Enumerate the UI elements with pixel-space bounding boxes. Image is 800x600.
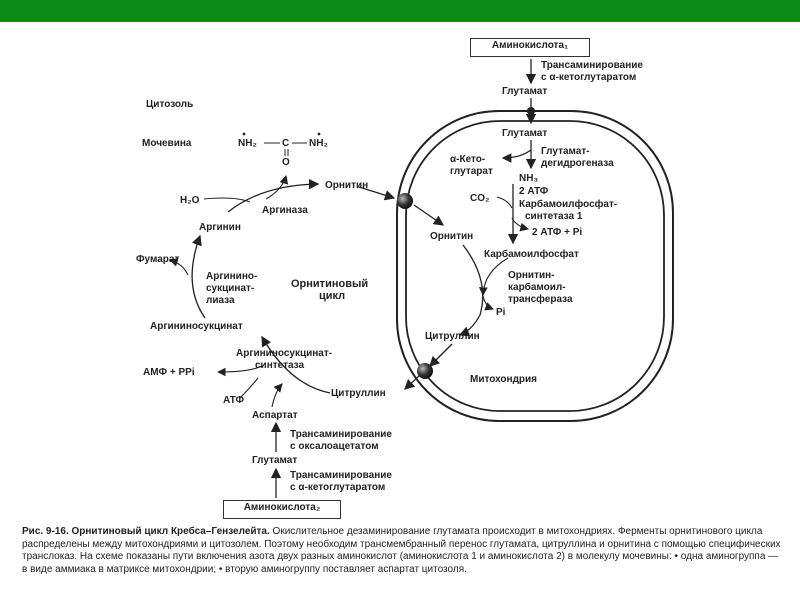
argininosuccinate-label: Аргининосукцинат: [150, 321, 243, 332]
top-green-bar: [0, 0, 800, 22]
otc-label-3: трансфераза: [508, 294, 573, 305]
mitochondria-label: Митохондрия: [470, 374, 538, 385]
urea-oxygen: O: [282, 157, 290, 168]
cytosol-label: Цитозоль: [146, 99, 194, 110]
ornithine-cytosol: Орнитин: [325, 180, 369, 191]
transporter-ornithine: [397, 193, 413, 209]
urea-label: Мочевина: [142, 138, 192, 149]
mito-inner-membrane: [405, 120, 665, 412]
ass-label: Аргининосукцинат-: [236, 348, 333, 359]
urea-nh2-left: NH₂: [238, 138, 257, 149]
transamination2-label: Трансаминирование: [290, 429, 392, 440]
transamination2-label-2: с оксалоацетатом: [290, 441, 379, 452]
atp-label: АТФ: [223, 395, 244, 406]
cycle-title-2: цикл: [319, 290, 346, 302]
transamination1-label: Трансаминирование: [541, 60, 643, 71]
carbamoyl-phosphate: Карбамоилфосфат: [484, 249, 579, 260]
transamination3-label: Трансаминирование: [290, 470, 392, 481]
otc-label: Орнитин-: [508, 270, 555, 281]
fumarate-label: Фумарат: [136, 254, 180, 265]
citrulline-matrix: Цитруллин: [425, 331, 480, 342]
ass-label-2: синтетаза: [255, 360, 305, 371]
co2-label: CO₂: [470, 193, 490, 204]
ornithine-matrix: Орнитин: [430, 231, 474, 242]
glutamate-cytosol: Глутамат: [252, 455, 298, 466]
gdh-label: Глутамат-: [541, 146, 590, 157]
glutamate-matrix: Глутамат: [502, 128, 548, 139]
aspartate-label: Аспартат: [252, 410, 298, 421]
nh3-label: NH₃: [519, 173, 539, 184]
aminoacid1-box: Аминокислота₁: [470, 38, 590, 57]
otc-label-2: карбамоил-: [508, 282, 566, 293]
transamination3-label-2: с α-кетоглутаратом: [290, 482, 386, 493]
citrulline-cytosol: Цитруллин: [331, 388, 386, 399]
asl-label-2: сукцинат-: [206, 283, 255, 294]
alpha-ketoglutarate-label: α-Кето-: [450, 154, 486, 165]
pi-label: Pi: [496, 307, 506, 318]
amp-ppi-label: АМФ + PPi: [143, 367, 195, 378]
caption-title: Рис. 9-16. Орнитиновый цикл Кребса–Гензе…: [22, 526, 270, 537]
arginase-label: Аргиназа: [262, 205, 308, 216]
arginine-label: Аргинин: [199, 222, 241, 233]
figure-caption: Рис. 9-16. Орнитиновый цикл Кребса–Гензе…: [22, 526, 782, 576]
h2o-label: H₂O: [180, 195, 200, 206]
aminoacid2-box: Аминокислота₂: [223, 500, 341, 519]
alpha-ketoglutarate-label-2: глутарат: [450, 166, 493, 177]
transamination1-label-2: с α-кетоглутаратом: [541, 72, 637, 83]
glutamate-outside: Глутамат: [502, 86, 548, 97]
cps1-label: Карбамоилфосфат-: [519, 199, 618, 210]
gdh-label-2: дегидрогеназа: [541, 158, 614, 169]
asl-label-3: лиаза: [206, 295, 235, 306]
transporter-glutamate: [527, 107, 535, 115]
cps1-label-2: синтетаза 1: [525, 211, 583, 222]
atp2-label: 2 АТФ: [519, 186, 549, 197]
cycle-title: Орнитиновый: [291, 278, 369, 290]
urea-nh2-right: NH₂: [309, 138, 328, 149]
transporter-citrulline: [417, 363, 433, 379]
urea-carbon: C: [282, 138, 290, 149]
adp-pi-label: 2 АТФ + Pi: [532, 227, 583, 238]
caption-text: Окислительное дезаминирование глутамата …: [22, 526, 781, 575]
asl-label: Аргинино-: [206, 271, 258, 282]
